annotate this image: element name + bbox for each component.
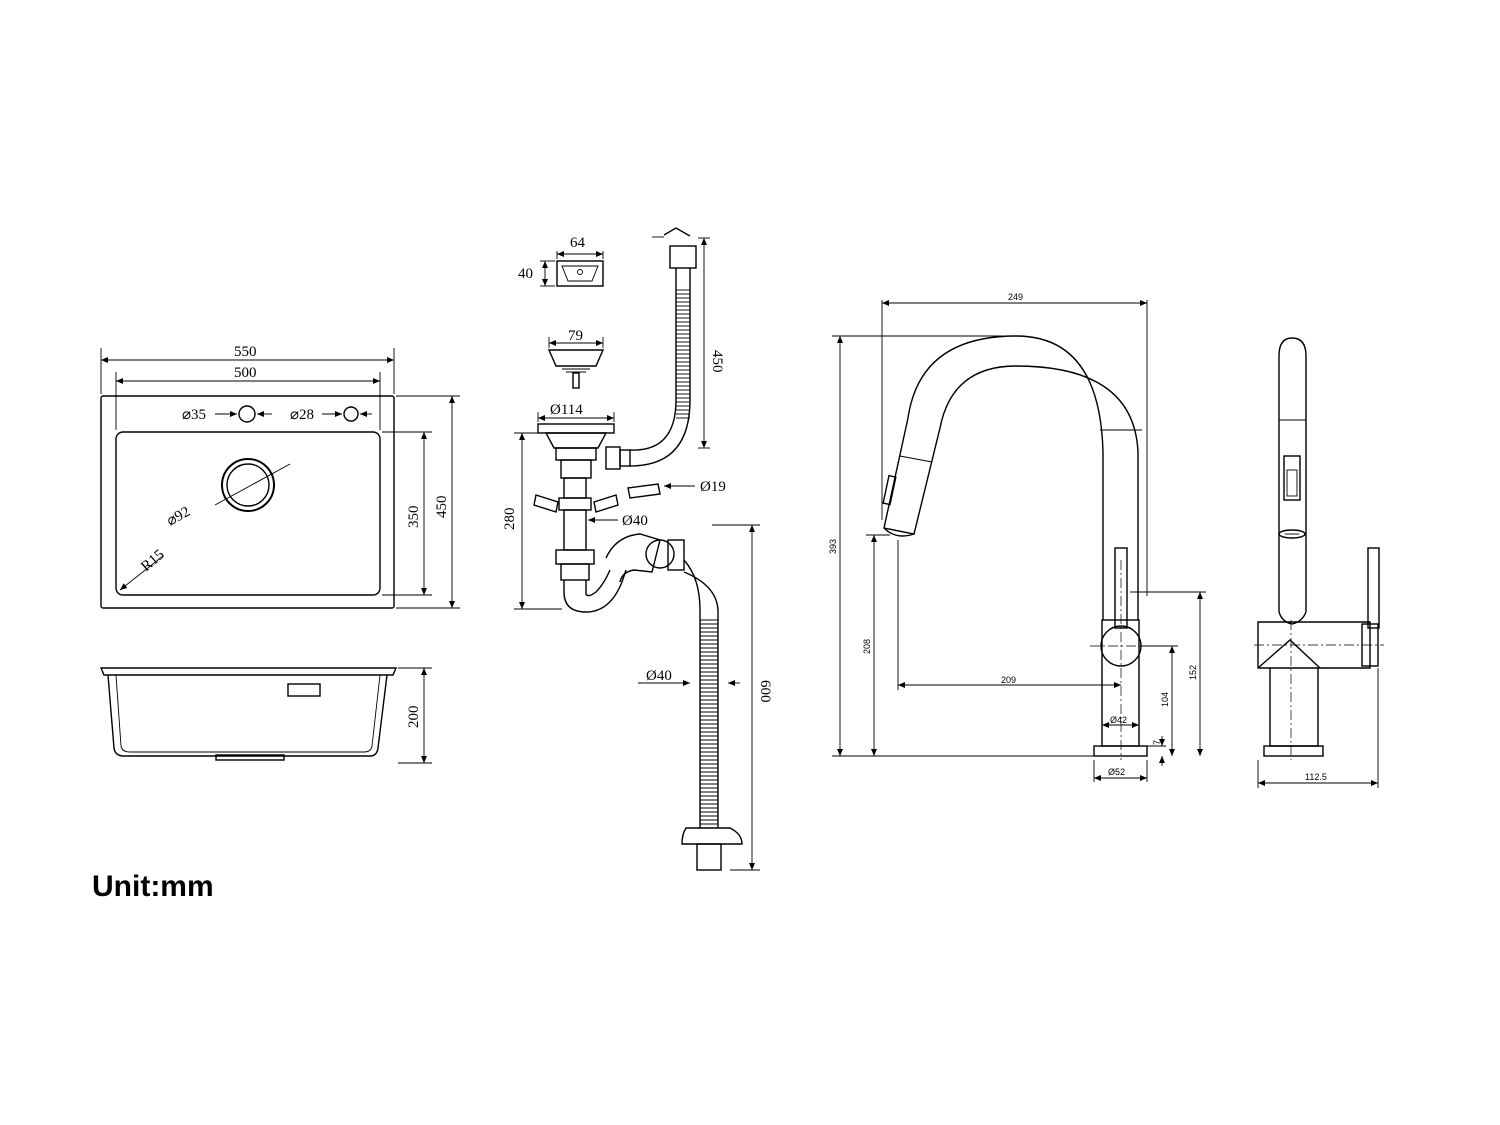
overflow-cover: [556, 260, 604, 287]
drain-flange: [537, 423, 615, 434]
flange-dia-label: Ø114: [550, 402, 583, 418]
small-pipe: [627, 483, 661, 499]
pull-out-head: [883, 417, 941, 535]
soap-hole: [343, 406, 359, 422]
height-label: 393: [828, 539, 838, 554]
corner-radius-label: R15: [138, 547, 167, 575]
hole2-label: ⌀28: [290, 407, 314, 423]
overflow-hose: [629, 268, 677, 451]
hose-length-label: 450: [709, 350, 725, 373]
unit-label: Unit:mm: [92, 870, 214, 903]
sink-side-view: 200: [99, 667, 432, 764]
base-height-label: 7: [1152, 740, 1162, 745]
p-trap: [563, 569, 627, 613]
faucet-hole: [238, 405, 256, 423]
spout-height-label: 208: [862, 639, 872, 654]
overflow-height-label: 40: [518, 266, 533, 282]
faucet-side-view: 112.5: [1254, 337, 1384, 788]
small-pipe-label: Ø19: [700, 479, 726, 495]
hose-dia-label: Ø40: [646, 668, 672, 684]
strainer-dia-label: 79: [568, 328, 583, 344]
overflow-slot: [287, 683, 321, 697]
sink-outer-rim: [100, 395, 395, 609]
drain-height-label: 280: [502, 508, 518, 531]
outer-depth-label: 450: [434, 496, 450, 519]
hose-ribs: [676, 289, 690, 419]
reach-label: 249: [1008, 292, 1023, 302]
drain-dia-label: ⌀92: [164, 504, 193, 530]
inner-width-label: 500: [234, 365, 257, 381]
faucet-front-view: 249 393 208 209 Ø42 Ø52 7 104 152: [828, 292, 1206, 782]
side-depth-label: 112.5: [1305, 772, 1327, 782]
strainer-basket: [547, 349, 605, 367]
handle-height-label: 104: [1160, 692, 1170, 707]
side-lever: [1367, 547, 1380, 629]
hose2-length-label: 600: [757, 680, 773, 703]
overflow-width-label: 64: [570, 235, 586, 251]
body-dia-label: Ø42: [1110, 715, 1127, 725]
faucet-base: [1093, 745, 1148, 757]
side-body: [1269, 668, 1319, 747]
base-dia-label: Ø52: [1108, 767, 1125, 777]
sink-inner-bowl: [115, 431, 381, 596]
lever-height-label: 152: [1188, 665, 1198, 680]
side-spout: [1278, 337, 1307, 612]
faucet-spout: [907, 335, 1104, 620]
side-button: [1283, 455, 1301, 501]
drain-kit: 64 40 79 Ø114 45: [502, 227, 773, 871]
drain-hose: [683, 559, 701, 828]
spout-reach-label: 209: [1001, 675, 1016, 685]
mid-pipe-label: Ø40: [622, 513, 648, 529]
hole1-label: ⌀35: [182, 407, 206, 423]
sink-height-label: 200: [406, 706, 422, 729]
inner-depth-label: 350: [406, 506, 422, 529]
faucet-body: [1101, 619, 1140, 747]
sink-top-view: ⌀35 ⌀28 ⌀92 R15 550 500 350 450: [100, 344, 460, 609]
drain-hole: [221, 458, 275, 512]
outer-width-label: 550: [234, 344, 257, 360]
